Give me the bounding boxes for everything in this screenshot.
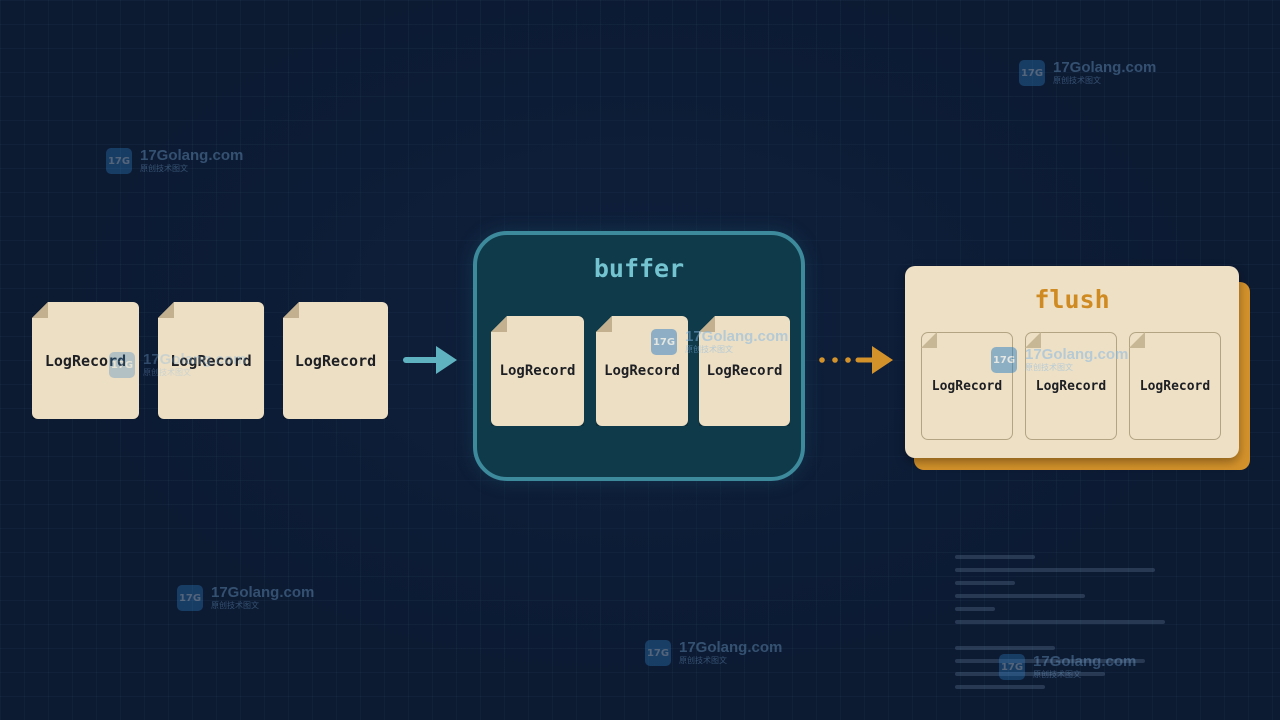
buffer-record: LogRecord — [491, 316, 584, 426]
watermark-sub: 原创技术图文 — [679, 656, 727, 665]
flush-record: LogRecord — [921, 332, 1013, 440]
flush-record-label: LogRecord — [1035, 378, 1107, 394]
buffer-title: buffer — [593, 254, 685, 283]
watermark-sub: 原创技术图文 — [211, 601, 259, 610]
flush-record-label: LogRecord — [1139, 378, 1211, 394]
watermark: 17G 17Golang.com 原创技术图文 — [177, 585, 314, 611]
watermark-name: 17Golang.com — [143, 351, 247, 368]
watermark-sub: 原创技术图文 — [1053, 76, 1101, 85]
buffer-record: LogRecord — [699, 316, 790, 426]
watermark: 17G 17Golang.com 原创技术图文 — [106, 148, 243, 174]
flush-record-label: LogRecord — [931, 378, 1003, 394]
watermark-sub: 原创技术图文 — [1025, 363, 1073, 372]
watermark: 17G 17Golang.com 原创技术图文 — [991, 347, 1128, 373]
dotted-arrow-icon — [819, 346, 893, 374]
watermark-name: 17Golang.com — [1033, 653, 1137, 670]
input-record-label: LogRecord — [294, 351, 377, 370]
flush-title: flush — [1034, 285, 1110, 314]
watermark-name: 17Golang.com — [211, 584, 315, 601]
watermark-logo-icon: 17G — [1019, 60, 1045, 86]
watermark-sub: 原创技术图文 — [140, 164, 188, 173]
watermark-logo-icon: 17G — [991, 347, 1017, 373]
input-record: LogRecord — [32, 302, 139, 419]
buffer-record-label: LogRecord — [706, 363, 783, 379]
buffer-record-label: LogRecord — [499, 363, 576, 379]
watermark-logo-icon: 17G — [999, 654, 1025, 680]
watermark-logo-icon: 17G — [109, 352, 135, 378]
watermark: 17G 17Golang.com 原创技术图文 — [999, 654, 1136, 680]
watermark: 17G 17Golang.com 原创技术图文 — [1019, 60, 1156, 86]
watermark: 17G 17Golang.com 原创技术图文 — [645, 640, 782, 666]
watermark-logo-icon: 17G — [106, 148, 132, 174]
watermark-logo-icon: 17G — [645, 640, 671, 666]
watermark-name: 17Golang.com — [685, 328, 789, 345]
watermark: 17G 17Golang.com 原创技术图文 — [109, 352, 246, 378]
watermark-name: 17Golang.com — [679, 639, 783, 656]
watermark-name: 17Golang.com — [1053, 59, 1157, 76]
watermark-name: 17Golang.com — [1025, 346, 1129, 363]
watermark-sub: 原创技术图文 — [1033, 670, 1081, 679]
input-record: LogRecord — [283, 302, 388, 419]
flush-record: LogRecord — [1025, 332, 1117, 440]
input-record: LogRecord — [158, 302, 264, 419]
input-record-label: LogRecord — [170, 351, 252, 370]
watermark-sub: 原创技术图文 — [685, 345, 733, 354]
watermark-sub: 原创技术图文 — [143, 368, 191, 377]
watermark-logo-icon: 17G — [177, 585, 203, 611]
watermark: 17G 17Golang.com 原创技术图文 — [651, 329, 788, 355]
flush-record: LogRecord — [1129, 332, 1221, 440]
buffer-record-label: LogRecord — [604, 363, 680, 379]
solid-arrow-icon — [403, 346, 457, 374]
watermark-logo-icon: 17G — [651, 329, 677, 355]
watermark-name: 17Golang.com — [140, 147, 244, 164]
background-code-decoration — [955, 555, 1215, 705]
input-record-label: LogRecord — [44, 351, 127, 370]
